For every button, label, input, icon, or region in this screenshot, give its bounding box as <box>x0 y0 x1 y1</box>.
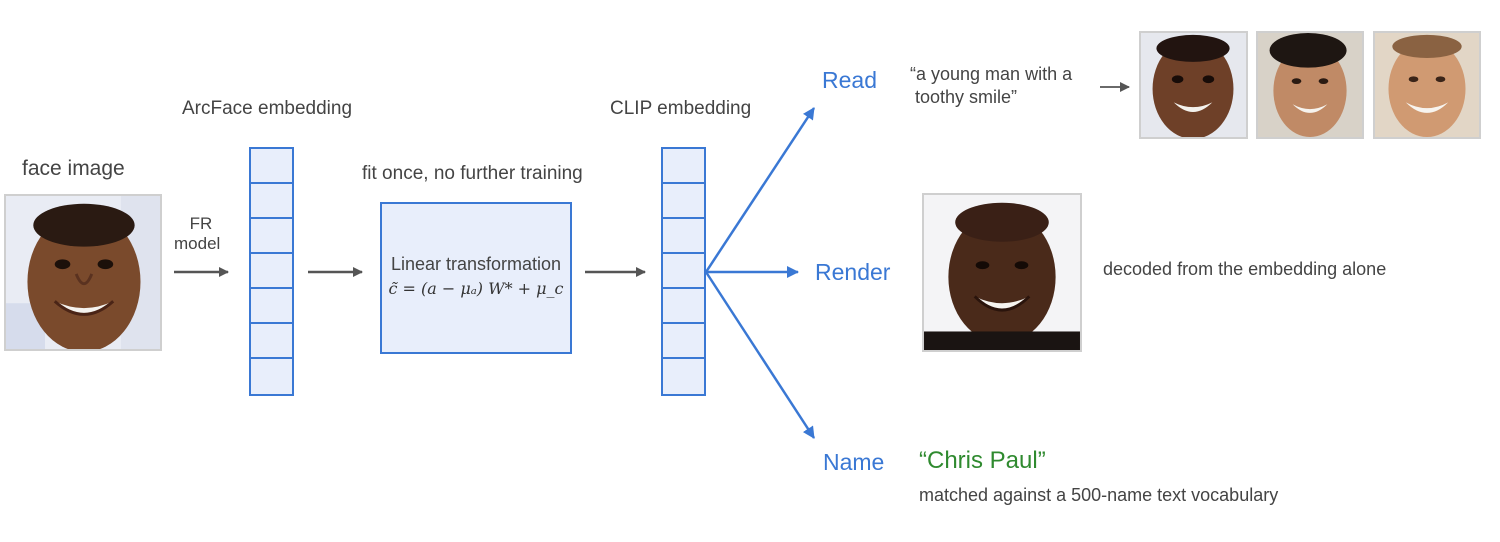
embedding-cell <box>663 184 704 219</box>
render-caption: decoded from the embedding alone <box>1103 259 1387 279</box>
transform-formula: c̃ = (a − μₐ) W* + μ_c <box>388 279 564 298</box>
embedding-cell <box>251 149 292 184</box>
retrieved-face-2 <box>1256 31 1364 139</box>
embedding-cell <box>251 184 292 219</box>
arcface-embedding-label: ArcFace embedding <box>182 98 353 119</box>
read-output-label: Read <box>822 67 877 93</box>
rendered-face-photo <box>922 193 1082 352</box>
face-image-label: face image <box>22 157 125 180</box>
fr-model-line2: model <box>174 234 221 253</box>
name-caption: matched against a 500-name text vocabula… <box>919 485 1279 505</box>
embedding-cell <box>251 359 292 394</box>
fr-model-line1: FR <box>189 214 213 233</box>
clip-embedding-label: CLIP embedding <box>610 98 752 119</box>
read-caption-line1: “a young man with a <box>910 64 1073 84</box>
embedding-cell <box>663 289 704 324</box>
arcface-embedding-vector <box>249 147 294 396</box>
linear-transformation-box: Linear transformation c̃ = (a − μₐ) W* +… <box>380 202 572 354</box>
embedding-cell <box>663 359 704 394</box>
embedding-cell <box>663 254 704 289</box>
input-face-photo <box>4 194 162 351</box>
read-caption-line2: toothy smile” <box>915 87 1018 107</box>
embedding-cell <box>663 219 704 254</box>
retrieved-face-3 <box>1373 31 1481 139</box>
embedding-cell <box>251 254 292 289</box>
name-output-label: Name <box>823 449 885 475</box>
transform-caption: fit once, no further training <box>362 163 583 184</box>
embedding-cell <box>251 324 292 359</box>
embedding-cell <box>663 324 704 359</box>
arrow-to-name <box>704 271 816 439</box>
arrow-to-read <box>704 107 816 273</box>
clip-embedding-vector <box>661 147 706 396</box>
transform-title: Linear transformation <box>390 254 562 274</box>
retrieved-face-1 <box>1139 31 1248 139</box>
embedding-cell <box>663 149 704 184</box>
embedding-cell <box>251 289 292 324</box>
embedding-cell <box>251 219 292 254</box>
render-output-label: Render <box>815 259 891 285</box>
name-result: “Chris Paul” <box>919 447 1046 474</box>
